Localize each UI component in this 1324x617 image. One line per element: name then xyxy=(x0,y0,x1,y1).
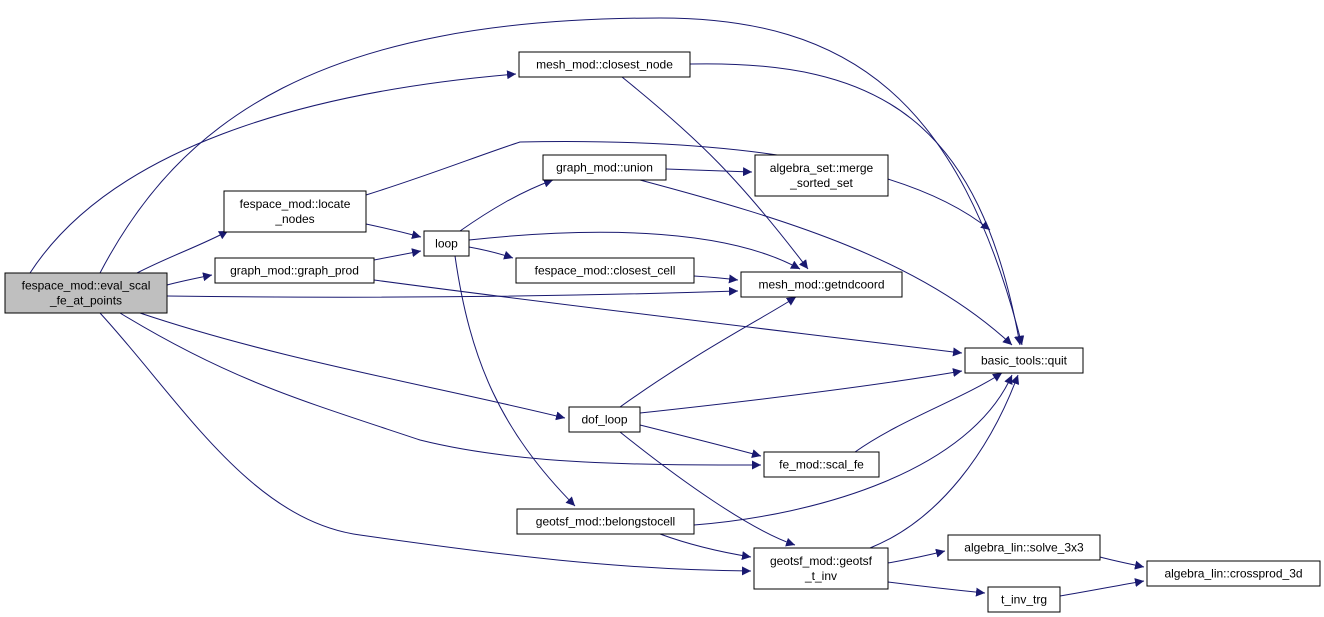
node-union[interactable]: graph_mod::union xyxy=(542,154,667,181)
node-box xyxy=(987,586,1061,613)
edge-dof_loop-to-quit xyxy=(639,368,963,414)
edge-eval-to-getndcoord xyxy=(166,286,739,298)
node-label: algebra_set::merge xyxy=(770,161,874,175)
edge-scal_fe-to-quit xyxy=(854,372,1003,453)
edge-eval-to-quit xyxy=(99,17,1025,346)
edge-geotsf_t_inv-to-solve_3x3 xyxy=(887,548,946,564)
edge-graph_prod-to-quit xyxy=(373,279,963,357)
node-label: geotsf_mod::geotsf xyxy=(770,554,873,568)
node-label: _sorted_set xyxy=(789,176,853,190)
edge-dof_loop-to-getndcoord xyxy=(619,296,797,408)
node-solve-3x3[interactable]: algebra_lin::solve_3x3 xyxy=(947,534,1101,561)
node-box xyxy=(947,534,1101,561)
edge-solve_3x3-to-crossprod_3d xyxy=(1099,556,1145,570)
node-box xyxy=(763,451,880,478)
node-box xyxy=(423,230,470,257)
node-box xyxy=(4,272,168,314)
node-label: loop xyxy=(435,237,458,251)
node-label: mesh_mod::closest_node xyxy=(536,58,673,72)
node-label: fespace_mod::locate xyxy=(240,197,351,211)
node-belongstocell[interactable]: geotsf_mod::belongstocell xyxy=(516,508,695,535)
edge-eval-to-geotsf_t_inv xyxy=(99,312,752,576)
node-label: graph_mod::union xyxy=(556,161,653,175)
edge-closest_node-to-quit xyxy=(689,63,1023,346)
node-eval[interactable]: fespace_mod::eval_scal_fe_at_points xyxy=(4,272,168,314)
edge-loop-to-getndcoord xyxy=(468,231,801,270)
node-box xyxy=(754,154,889,197)
nodes-layer: fespace_mod::eval_scal_fe_at_points mesh_… xyxy=(4,51,1321,613)
node-label: fespace_mod::eval_scal xyxy=(22,279,151,293)
edge-dof_loop-to-scal_fe xyxy=(639,424,762,459)
edge-belongstocell-to-quit xyxy=(693,374,1013,526)
node-label: t_inv_trg xyxy=(1001,593,1047,607)
node-loop[interactable]: loop xyxy=(423,230,470,257)
node-box xyxy=(518,51,691,78)
node-scal-fe[interactable]: fe_mod::scal_fe xyxy=(763,451,880,478)
node-closest-cell[interactable]: fespace_mod::closest_cell xyxy=(515,257,695,284)
edge-union-to-quit xyxy=(639,179,1013,346)
edge-locate_nodes-to-quit xyxy=(365,141,991,231)
node-box xyxy=(516,508,695,535)
node-geotsf-t-inv[interactable]: geotsf_mod::geotsf_t_inv xyxy=(753,547,889,590)
node-label: fespace_mod::closest_cell xyxy=(535,264,676,278)
node-label: mesh_mod::getndcoord xyxy=(758,278,884,292)
edge-graph_prod-to-loop xyxy=(373,248,422,261)
node-box xyxy=(214,257,375,284)
node-quit[interactable]: basic_tools::quit xyxy=(964,347,1084,374)
node-crossprod-3d[interactable]: algebra_lin::crossprod_3d xyxy=(1146,560,1321,587)
edge-geotsf_t_inv-to-quit xyxy=(869,374,1020,549)
node-locate-nodes[interactable]: fespace_mod::locate_nodes xyxy=(223,190,367,233)
node-label: _fe_at_points xyxy=(49,294,122,308)
node-merge-sorted[interactable]: algebra_set::merge_sorted_set xyxy=(754,154,889,197)
node-dof-loop[interactable]: dof_loop xyxy=(568,406,641,433)
edge-locate_nodes-to-loop xyxy=(365,223,422,240)
node-box xyxy=(515,257,695,284)
node-box xyxy=(964,347,1084,374)
node-label: _nodes xyxy=(274,212,314,226)
node-label: algebra_lin::solve_3x3 xyxy=(964,541,1084,555)
node-label: dof_loop xyxy=(581,413,627,427)
node-label: algebra_lin::crossprod_3d xyxy=(1164,567,1302,581)
node-box xyxy=(753,547,889,590)
node-t-inv-trg[interactable]: t_inv_trg xyxy=(987,586,1061,613)
node-label: basic_tools::quit xyxy=(981,354,1068,368)
node-label: graph_mod::graph_prod xyxy=(230,264,359,278)
node-graph-prod[interactable]: graph_mod::graph_prod xyxy=(214,257,375,284)
edge-belongstocell-to-geotsf_t_inv xyxy=(659,533,752,561)
node-box xyxy=(542,154,667,181)
edge-eval-to-graph_prod xyxy=(166,272,213,286)
node-box xyxy=(568,406,641,433)
edge-t_inv_trg-to-crossprod_3d xyxy=(1059,578,1145,597)
edge-geotsf_t_inv-to-t_inv_trg xyxy=(887,581,986,597)
node-box xyxy=(223,190,367,233)
edge-dof_loop-to-geotsf_t_inv xyxy=(619,431,796,547)
node-box xyxy=(740,271,903,298)
edge-loop-to-belongstocell xyxy=(454,255,576,507)
edge-closest_cell-to-getndcoord xyxy=(693,274,739,284)
edge-loop-to-closest_cell xyxy=(468,246,514,260)
edges-layer xyxy=(29,17,1145,597)
node-label: geotsf_mod::belongstocell xyxy=(536,515,675,529)
edge-union-to-merge_sorted xyxy=(665,167,753,177)
node-box xyxy=(1146,560,1321,587)
node-getndcoord[interactable]: mesh_mod::getndcoord xyxy=(740,271,903,298)
edge-eval-to-closest_node xyxy=(29,70,517,274)
edge-closest_node-to-getndcoord xyxy=(621,76,809,270)
edge-eval-to-scal_fe xyxy=(119,312,762,470)
node-label: _t_inv xyxy=(804,569,837,583)
node-closest-node[interactable]: mesh_mod::closest_node xyxy=(518,51,691,78)
edge-eval-to-dof_loop xyxy=(139,312,566,421)
edge-eval-to-locate_nodes xyxy=(136,230,229,274)
edge-loop-to-union xyxy=(459,178,554,232)
node-label: fe_mod::scal_fe xyxy=(779,458,864,472)
